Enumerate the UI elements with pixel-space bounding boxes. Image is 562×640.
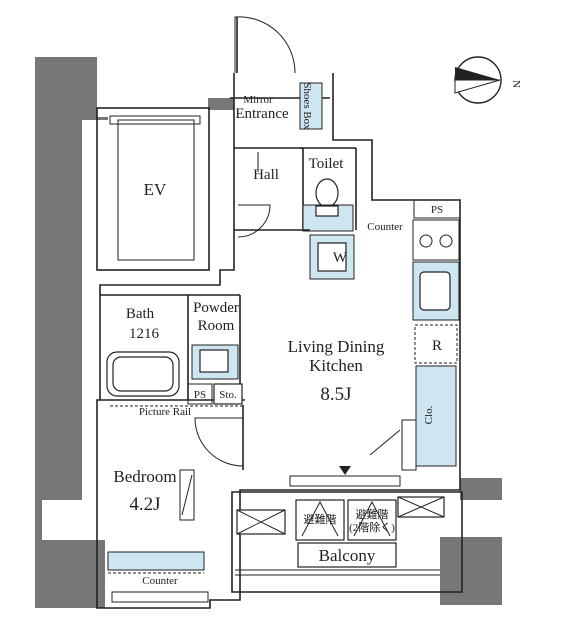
outdoor-unit-right-x2 [397,496,445,518]
entry-arrow-icon [339,466,351,475]
burner-left-icon [419,234,433,248]
hall-door-swing [237,204,271,238]
bathtub-inner [112,356,174,392]
evac-stair-hatch [295,499,345,541]
kitchen-sink [419,271,451,311]
bedroom-window [111,591,209,603]
closet-label: Clo. [423,405,435,424]
ps-top-label: PS [431,204,443,216]
bath-label: Bath [126,306,155,322]
balcony-label: Balcony [319,546,376,565]
powder-room-label-1: Powder [193,300,239,316]
bedroom-closet-door [179,469,195,521]
bedroom-size: 4.2J [129,494,160,515]
washer-label: W [333,250,348,266]
toilet-label: Toilet [309,156,345,172]
bedroom-door-mark [181,474,193,516]
ldk-label-2: Kitchen [309,356,363,375]
picture-rail-label: Picture Rail [139,406,191,418]
outdoor-unit-left-x2 [236,509,286,535]
entrance-wall-stub [208,98,234,110]
hall-label: Hall [253,167,279,183]
burner-right-icon [439,234,453,248]
entrance-label: Entrance [235,106,289,122]
ev-door [109,115,201,125]
bedroom-counter [107,551,205,571]
ev-car [117,119,195,261]
bedroom-label: Bedroom [113,467,176,486]
balcony-outline [231,491,463,593]
storage [213,383,243,405]
ev-label: EV [144,180,167,199]
closet [415,365,457,467]
bottom-left-column [35,540,105,608]
ldk-size: 8.5J [320,384,351,405]
evac-stair-icon [301,500,339,537]
washer-machine [317,242,347,272]
toilet-seat [315,205,339,217]
mirror-label: Mirror [243,94,273,106]
powder-room-label-2: Room [198,318,235,334]
shoes-box [299,82,323,130]
ps-bath-label: PS [194,389,206,401]
closet-door-mark [369,429,401,456]
ldk-window [289,475,401,487]
evac-ladder-label-1: 避難階 [356,507,389,521]
bottom-right-column [440,537,502,605]
ps-bath [187,383,213,405]
refrigerator-label: R [432,338,442,354]
refrigerator-space [414,324,458,364]
evac-stair-label: 避難階 [304,512,337,526]
toilet-tank [302,204,354,232]
balcony-label-box [297,542,397,568]
evac-ladder-icon [353,500,391,537]
closet-door [401,419,417,471]
shoes-box-label: Shoes Box [301,82,313,130]
storage-label: Sto. [219,389,237,401]
unit-outline [96,73,461,609]
vanity-basin [199,349,229,373]
ldk-label-1: Living Dining [288,337,385,356]
ps-top [413,199,461,219]
north-compass-icon [454,56,502,104]
toilet-bowl [315,178,339,208]
bath-size: 1216 [129,326,160,342]
kitchen-stove [412,219,460,261]
evac-ladder-hatch [347,499,397,541]
entrance-door-swing [234,16,296,74]
compass-north-label: N [510,80,522,88]
evac-ladder-label-2: (2階除く) [349,520,395,534]
kitchen-counter-label: Counter [367,221,403,233]
ev-shaft [96,107,210,271]
bedroom-door-swing [194,417,244,467]
right-wall-stub [460,478,502,500]
left-wall-column [35,57,108,600]
bedroom-counter-label: Counter [142,575,178,587]
